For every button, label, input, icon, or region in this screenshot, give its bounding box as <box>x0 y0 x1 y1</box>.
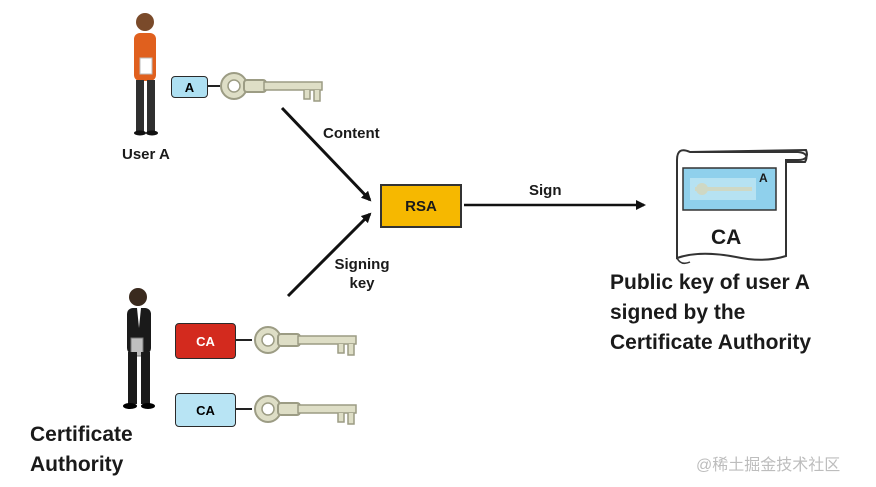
sign-label: Sign <box>529 182 562 199</box>
user-a-key-icon <box>220 72 323 102</box>
content-arrow <box>280 106 372 202</box>
certificate-scroll-icon <box>676 148 808 265</box>
ca-public-key-icon <box>254 395 357 425</box>
rsa-box: RSA <box>380 184 462 228</box>
ca-private-key-tag: CA <box>175 323 236 359</box>
ca-label-line-2: Authority <box>30 453 124 476</box>
result-line-1: Public key of user A <box>610 271 810 294</box>
content-label: Content <box>323 125 380 142</box>
result-line-2: signed by the <box>610 301 746 324</box>
watermark: @稀土掘金技术社区 <box>696 457 841 474</box>
ca-label-line-1: Certificate <box>30 423 133 446</box>
user-a-key-tag: A <box>171 76 208 98</box>
ca-private-key-icon <box>254 326 357 356</box>
result-line-3: Certificate Authority <box>610 331 812 354</box>
signing-key-label-line-2: key <box>349 275 375 292</box>
user-a-figure <box>134 13 158 136</box>
ca-public-key-tag: CA <box>175 393 236 427</box>
ca-person-figure <box>123 288 155 409</box>
signing-key-label-line-1: Signing <box>334 256 390 273</box>
user-a-label: User A <box>122 146 170 163</box>
certificate-tag: A <box>759 171 768 185</box>
signing-key-arrow <box>286 212 372 298</box>
certificate-ca-label: CA <box>711 226 742 249</box>
